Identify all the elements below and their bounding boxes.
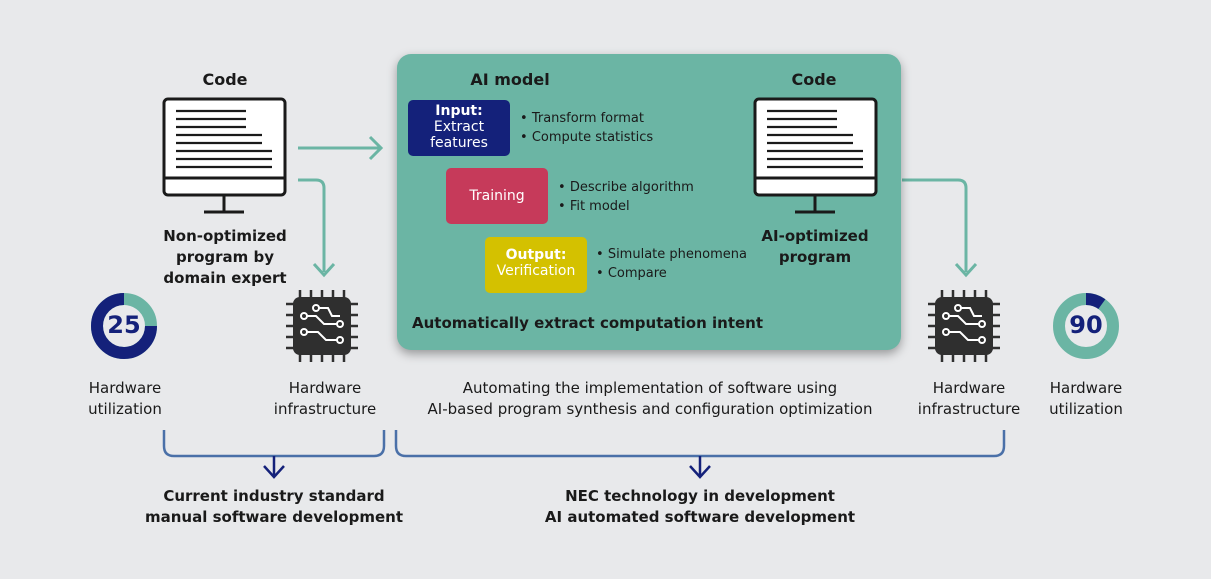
- ai-model-footer: Automatically extract computation intent: [412, 314, 764, 332]
- output-bullets: Simulate phenomena Compare: [596, 245, 747, 283]
- input-box-heading: Input:: [435, 103, 483, 119]
- output-box-heading: Output:: [505, 247, 567, 263]
- current-industry-label-line-1: Current industry standard: [163, 487, 385, 505]
- left-gauge-value: 25: [107, 311, 141, 339]
- right-infrastructure-label-line-1: Hardware: [932, 379, 1006, 397]
- input-box-line-1: Extract: [433, 119, 485, 135]
- right-infrastructure-label-line-2: infrastructure: [917, 400, 1021, 418]
- training-bullets: Describe algorithm Fit model: [558, 178, 694, 216]
- current-industry-label: Current industry standard manual softwar…: [134, 486, 414, 528]
- right-program-label-line-2: program: [778, 248, 852, 266]
- middle-caption-line-1: Automating the implementation of softwar…: [462, 379, 838, 397]
- current-industry-label-line-2: manual software development: [145, 508, 403, 526]
- training-box: Training: [446, 168, 548, 224]
- middle-caption-line-2: AI-based program synthesis and configura…: [427, 400, 873, 418]
- right-utilization-label-line-2: utilization: [1049, 400, 1123, 418]
- ai-model-title: AI model: [470, 70, 550, 89]
- training-bullet-1: Describe algorithm: [558, 178, 694, 197]
- output-box-label: Verification: [496, 263, 576, 279]
- left-program-label-line-1: Non-optimized: [163, 227, 287, 245]
- left-gauge-fill: [91, 293, 157, 359]
- training-box-label: Training: [469, 188, 525, 204]
- nec-technology-label-line-1: NEC technology in development: [565, 487, 835, 505]
- left-infrastructure-label-line-2: infrastructure: [273, 400, 377, 418]
- right-program-label: AI-optimized program: [745, 226, 885, 268]
- right-gauge-value: 90: [1069, 311, 1103, 339]
- arrow-to-left-chip: [298, 178, 326, 272]
- right-infrastructure-label: Hardware infrastructure: [904, 378, 1034, 420]
- left-code-title: Code: [202, 70, 248, 89]
- left-program-label-line-3: domain expert: [163, 269, 287, 287]
- right-utilization-label: Hardware utilization: [1036, 378, 1136, 420]
- output-box: Output: Verification: [485, 237, 587, 293]
- output-bullet-1: Simulate phenomena: [596, 245, 747, 264]
- arrow-to-right-chip: [902, 178, 968, 272]
- middle-caption: Automating the implementation of softwar…: [420, 378, 880, 420]
- output-bullet-2: Compare: [596, 264, 747, 283]
- right-program-label-line-1: AI-optimized: [761, 227, 869, 245]
- left-infrastructure-label-line-1: Hardware: [288, 379, 362, 397]
- left-program-label-line-2: program by: [175, 248, 275, 266]
- left-utilization-label-line-2: utilization: [88, 400, 162, 418]
- input-box: Input: Extract features: [408, 100, 510, 156]
- right-code-title: Code: [791, 70, 837, 89]
- nec-technology-label: NEC technology in development AI automat…: [530, 486, 870, 528]
- right-utilization-label-line-1: Hardware: [1049, 379, 1123, 397]
- input-box-line-2: features: [430, 135, 488, 151]
- input-bullet-1: Transform format: [520, 109, 653, 128]
- left-utilization-label-line-1: Hardware: [88, 379, 162, 397]
- left-utilization-label: Hardware utilization: [70, 378, 180, 420]
- training-bullet-2: Fit model: [558, 197, 694, 216]
- left-infrastructure-label: Hardware infrastructure: [260, 378, 390, 420]
- left-program-label: Non-optimized program by domain expert: [150, 226, 300, 289]
- input-bullets: Transform format Compute statistics: [520, 109, 653, 147]
- input-bullet-2: Compute statistics: [520, 128, 653, 147]
- right-gauge-fill: [1085, 293, 1106, 310]
- nec-technology-label-line-2: AI automated software development: [544, 508, 856, 526]
